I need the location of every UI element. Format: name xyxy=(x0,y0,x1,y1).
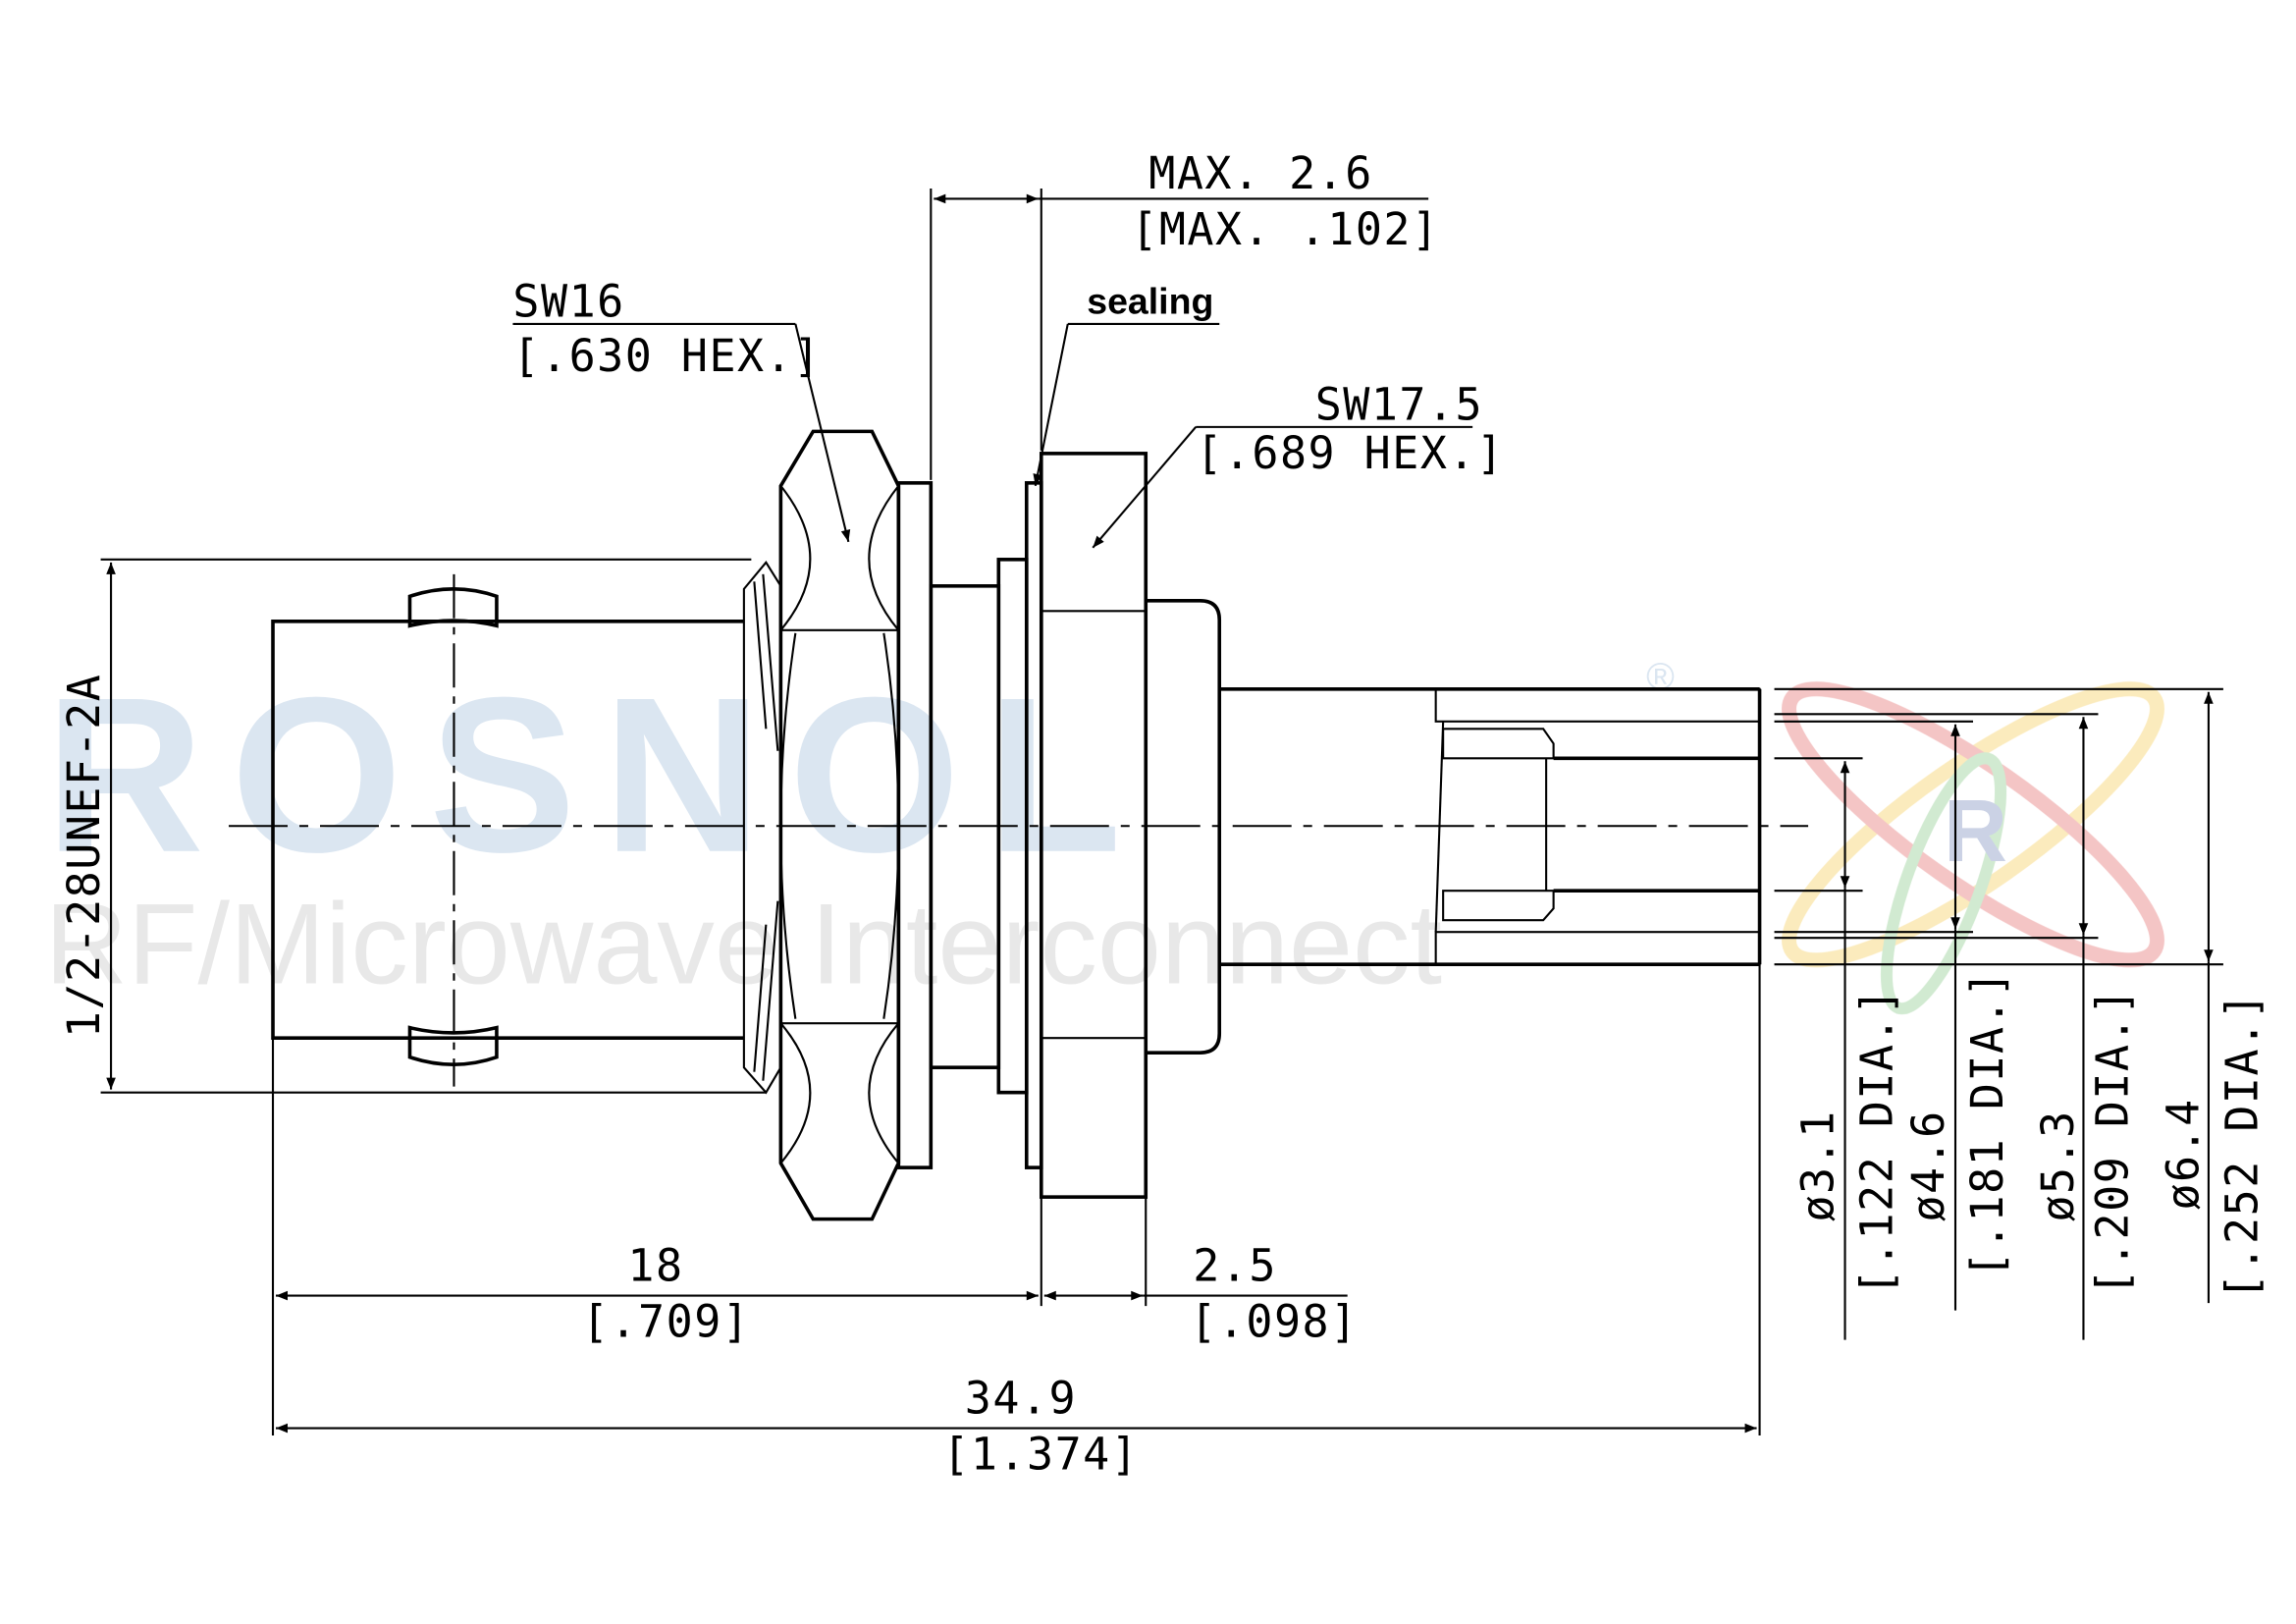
length-2-5-inch-label: [.098] xyxy=(1190,1296,1358,1348)
sw17-5-inch-label: [.689 HEX.] xyxy=(1196,427,1504,479)
length-dimensions: 18 [.709] 2.5 [.098] 34.9 [1.374] xyxy=(271,964,1761,1481)
dia-4-6-label: ø4.6 xyxy=(1902,1110,1954,1221)
dia-5-3-inch-label: [.209 DIA.] xyxy=(2086,987,2138,1295)
hex-body-sw17-5 xyxy=(1039,452,1148,1199)
max-thickness-label: MAX. 2.6 xyxy=(1148,147,1373,199)
rear-body xyxy=(1146,599,1222,1055)
dia-5-3-label: ø5.3 xyxy=(2032,1110,2084,1221)
sealing-label: sealing xyxy=(1087,280,1213,321)
watermark-brand: ROSNOL xyxy=(45,651,1148,898)
dia-6-4-label: ø6.4 xyxy=(2157,1098,2209,1210)
dia-3-1-label: ø3.1 xyxy=(1792,1110,1844,1221)
length-18-inch-label: [.709] xyxy=(582,1296,750,1348)
diameter-dimensions: ø3.1 [.122 DIA.] ø4.6 [.181 DIA.] ø5.3 [… xyxy=(1774,687,2268,1340)
watermark: ROSNOL ® RF/Microwave Interconnect R xyxy=(45,651,2164,1015)
sw17-5-label: SW17.5 xyxy=(1315,378,1483,430)
length-18-label: 18 xyxy=(627,1240,683,1292)
dia-6-4-inch-label: [.252 DIA.] xyxy=(2216,992,2268,1300)
total-length-inch-label: [1.374] xyxy=(942,1429,1139,1481)
sealing-callout: sealing xyxy=(1033,280,1220,487)
sw16-label: SW16 xyxy=(512,275,624,327)
watermark-registered: ® xyxy=(1646,656,1675,698)
hex-nut-sw16 xyxy=(778,429,901,1221)
thread-dimension: 1/2-28UNEF-2A xyxy=(58,558,767,1094)
total-length-label: 34.9 xyxy=(965,1373,1077,1425)
max-thickness-inch-label: [MAX. .102] xyxy=(1131,203,1439,255)
rear-tube xyxy=(1219,686,1762,967)
sw16-inch-label: [.630 HEX.] xyxy=(512,330,821,382)
sw17-5-callout: SW17.5 [.689 HEX.] xyxy=(1092,378,1504,549)
panel-thickness-dimension: MAX. 2.6 [MAX. .102] xyxy=(930,147,1439,480)
svg-text:R: R xyxy=(1944,783,2007,881)
dia-4-6-inch-label: [.181 DIA.] xyxy=(1961,969,2013,1277)
thread-label: 1/2-28UNEF-2A xyxy=(58,674,110,1038)
dia-3-1-inch-label: [.122 DIA.] xyxy=(1851,987,1903,1295)
length-2-5-label: 2.5 xyxy=(1193,1240,1277,1292)
sw16-callout: SW16 [.630 HEX.] xyxy=(512,275,851,543)
